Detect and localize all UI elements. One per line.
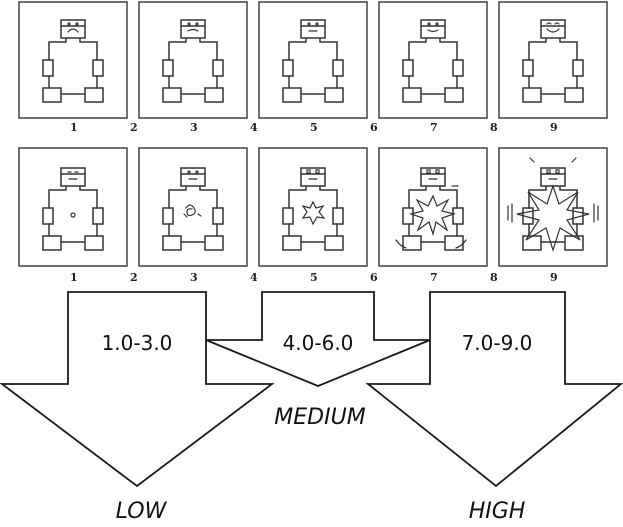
low-range-label: 1.0-3.0	[102, 331, 173, 355]
scale1-tick-9: 9	[550, 121, 558, 134]
low-arrow	[0, 291, 275, 488]
high-range-label: 7.0-9.0	[462, 331, 533, 355]
scale1-tick-5: 5	[310, 121, 318, 134]
high-arousal-face-icon	[426, 169, 440, 180]
scale2-tick-4: 4	[250, 271, 258, 284]
panel-low-arousal	[138, 147, 248, 267]
very-high-arousal-face-icon	[546, 169, 560, 180]
scale1-tick-7: 7	[430, 121, 438, 134]
low-level-label: LOW	[116, 499, 168, 524]
medium-level-label: MEDIUM	[274, 405, 365, 430]
very-sad-face-icon	[67, 22, 79, 33]
calm-face-icon	[67, 171, 79, 180]
panel-neutral	[258, 1, 368, 119]
scale1-tick-6: 6	[370, 121, 378, 134]
scribble-icon	[183, 204, 202, 218]
scale2-tick-5: 5	[310, 271, 318, 284]
panel-very-sad	[18, 1, 128, 119]
high-arrow	[365, 291, 623, 488]
low-arousal-face-icon	[187, 170, 199, 180]
explosion-icon	[395, 185, 467, 249]
neutral-face-icon	[307, 22, 319, 32]
big-explosion-icon	[507, 157, 599, 252]
row-1-valence: 1 2 3 4 5 6 7 8 9	[18, 1, 608, 134]
dot-icon	[70, 212, 76, 218]
scale2-tick-2: 2	[130, 271, 138, 284]
scale2-tick-1: 1	[70, 271, 78, 284]
medium-arrow	[205, 291, 431, 387]
scale1-tick-1: 1	[70, 121, 78, 134]
starburst-icon	[301, 200, 326, 226]
high-level-label: HIGH	[469, 499, 526, 524]
panel-sad	[138, 1, 248, 119]
scale2-tick-7: 7	[430, 271, 438, 284]
scale1-tick-8: 8	[490, 121, 498, 134]
level-arrows: 1.0-3.0 4.0-6.0 7.0-9.0 MEDIUM LOW HIGH	[0, 291, 623, 524]
medium-range-label: 4.0-6.0	[283, 331, 354, 355]
scale2-tick-3: 3	[190, 271, 198, 284]
panel-very-high-arousal	[498, 147, 608, 267]
happy-face-icon	[546, 22, 560, 33]
panel-calm	[18, 147, 128, 267]
panel-high-arousal	[378, 147, 488, 267]
scale2-tick-8: 8	[490, 271, 498, 284]
scale2-tick-9: 9	[550, 271, 558, 284]
panel-slight-smile	[378, 1, 488, 119]
medium-arousal-face-icon	[306, 169, 320, 180]
scale1-tick-3: 3	[190, 121, 198, 134]
panel-happy	[498, 1, 608, 119]
slight-smile-face-icon	[427, 22, 439, 33]
scale1-tick-4: 4	[250, 121, 258, 134]
scale2-tick-6: 6	[370, 271, 378, 284]
panel-medium-arousal	[258, 147, 368, 267]
row-2-arousal: 1 2 3 4 5 6 7 8 9	[18, 147, 608, 284]
scale1-tick-2: 2	[130, 121, 138, 134]
sad-face-icon	[187, 22, 199, 32]
